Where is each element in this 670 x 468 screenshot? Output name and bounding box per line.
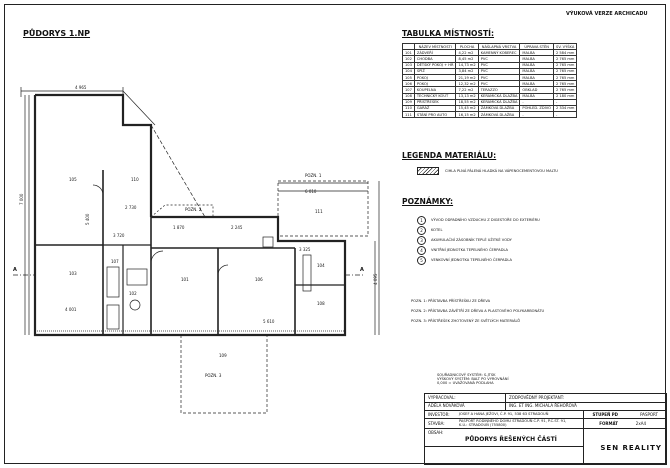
legend-title: LEGENDA MATERIÁLU: [402,151,497,160]
note-item: 4 VNITŘNÍ JEDNOTKA TEPELNÉHO ČERPADLA [417,245,540,255]
room-number: 103 [69,271,77,276]
dim-text: 1 870 [173,225,185,230]
drawing-sheet: VÝUKOVÁ VERZE ARCHICADU PŮDORYS 1.NP [4,4,667,465]
note-item: 5 VENKOVNÍ JEDNOTKA TEPELNÉHO ČERPADLA [417,255,540,265]
room-number: 101 [181,277,189,282]
legend-item: CIHLA PLNÁ PÁLENÁ HLADKÁ NA VÁPENOCEMENT… [417,167,558,175]
note-marker: 3 [417,235,426,245]
dim-text: 4 095 [373,273,378,285]
room-number: 106 [255,277,263,282]
room-number: 107 [111,259,119,264]
note-text: AKUMULAČNÍ ZÁSOBNÍK TEPLÉ UŽITKÉ VODY [431,237,512,242]
stavba-value-2: K.Ú.: STRADOUŇ (755800) [459,423,507,427]
coordinate-line: VÝŠKOVÝ SYSTÉM: BALT PO VYROVNÁNÍ [437,377,509,382]
investor-label: INVESTOR: [428,412,450,417]
version-label: VÝUKOVÁ VERZE ARCHICADU [566,11,648,17]
note-marker: 1 [417,215,426,225]
stavba-value-1: PASPORT RODINNÉHO DOMU STRADOUŇ Č.P. 91,… [459,419,567,423]
dim-text: 4 965 [75,85,87,90]
room-number: 111 [315,209,323,214]
section-mark-left: A [13,267,17,273]
floor-plan-drawing: 4 965 6 010 5 400 5 610 4 001 3 720 7 00… [13,85,380,414]
notes-list: 1 VÝVOD ODPADNÍHO VZDUCHU Z DIGESTOŘE DO … [417,215,540,265]
room-table: NÁZEV MÍSTNOSTI PLOCHA NÁŠLAPNÁ VRSTVA Ú… [402,42,578,119]
dim-text: 2 245 [231,225,243,230]
table-cell: STÁNÍ PRO AUTO [413,111,457,119]
room-number: 105 [69,177,77,182]
dim-text: 3 325 [299,247,311,252]
note-marker: 5 [417,255,426,265]
zodpovedny-value: ING. ET ING. MICHALA ŘEHOŘOVÁ [509,403,577,408]
dim-text: 5 400 [85,213,90,225]
table-cell: - [519,111,554,119]
table-cell: ZÁMKOVÁ DLAŽBA [477,111,521,119]
note-marker: 2 [417,225,426,235]
floor-plan-title: PŮDORYS 1.NP [23,29,91,38]
coordinate-line: SOUŘADNICOVÝ SYSTÉM: S-JTSK [437,373,496,377]
room-number: 102 [129,291,137,296]
notes-title: POZNÁMKY: [402,197,454,206]
stavba-label: STAVBA: [428,421,445,426]
format-value: 2xA4 [635,421,646,426]
dim-text: 2 730 [125,205,137,210]
dim-text: 6 010 [305,189,317,194]
room-number: 104 [317,263,325,268]
stupen-label: STUPEŇ PD [592,412,618,417]
note-item: 1 VÝVOD ODPADNÍHO VZDUCHU Z DIGESTOŘE DO … [417,215,540,225]
investor-value: JOSEF A HANA JEŽOVI, Č.P. 91, 538 63 STR… [459,412,549,416]
room-number: 108 [317,301,325,306]
note-item: 2 KOTEL [417,225,540,235]
room-table-title: TABULKA MÍSTNOSTÍ: [402,29,495,38]
note-item: 3 AKUMULAČNÍ ZÁSOBNÍK TEPLÉ UŽITKÉ VODY [417,235,540,245]
vypracoval-label: VYPRACOVAL: [428,395,456,400]
note-marker: 4 [417,245,426,255]
pozn-list: POZN. 1: PŘÍSTAVBA PŘÍSTŘEŠKU ZE DŘEVA P… [411,299,544,329]
pozn1-label: POZN. 1 [305,173,322,178]
pozn3-label: POZN. 3 [205,373,222,378]
dim-text: 4 001 [65,307,77,312]
table-cell: - [552,111,578,119]
obsah-value: PŮDORYS ŘEŠENÝCH ČÁSTÍ [465,436,557,443]
brick-hatch-swatch [417,167,439,175]
dim-text: 5 610 [263,319,275,324]
note-text: VENKOVNÍ JEDNOTKA TEPELNÉHO ČERPADLA [431,257,512,262]
table-cell: 16,15 m2 [455,111,479,119]
coordinate-line: 0,000 = UVAŽOVANÁ PODLAHA [437,381,494,386]
room-number: 110 [131,177,139,182]
zodpovedny-label: ZODPOVĚDNÝ PROJEKTANT: [509,395,565,400]
room-number: 109 [219,353,227,358]
section-mark-right: A [360,267,364,273]
stupen-value: PASPORT [640,412,658,417]
pozn-item: POZN. 1: PŘÍSTAVBA PŘÍSTŘEŠKU ZE DŘEVA [411,299,491,303]
company-logo: SEN REALITY [600,444,662,452]
legend-item-label: CIHLA PLNÁ PÁLENÁ HLADKÁ NA VÁPENOCEMENT… [445,168,558,173]
coordinate-info: SOUŘADNICOVÝ SYSTÉM: S-JTSK VÝŠKOVÝ SYST… [437,373,509,386]
pozn-item: POZN. 2: PŘÍSTAVBA ZÁVĚTŘÍ ZE DŘEVA A PL… [411,309,545,313]
dim-text: 3 720 [113,233,125,238]
title-block: VYPRACOVAL: ADÉLA NOVÁKOVÁ ZODPOVĚDNÝ PR… [424,393,667,465]
table-cell: 111 [402,111,415,119]
note-text: VNITŘNÍ JEDNOTKA TEPELNÉHO ČERPADLA [431,247,509,252]
note-text: VÝVOD ODPADNÍHO VZDUCHU Z DIGESTOŘE DO E… [431,217,540,222]
obsah-label: OBSAH: [428,430,444,435]
note-text: KOTEL [431,227,443,232]
pozn-item: POZN. 3: PŘÍSTŘEŠEK ZHOTOVENÝ ZE SVĚTLÝC… [411,319,520,323]
pozn2-label: POZN. 2 [185,207,202,212]
format-label: FORMÁT [599,421,618,426]
dim-text: 7 000 [19,193,24,205]
vypracoval-value: ADÉLA NOVÁKOVÁ [428,403,465,408]
